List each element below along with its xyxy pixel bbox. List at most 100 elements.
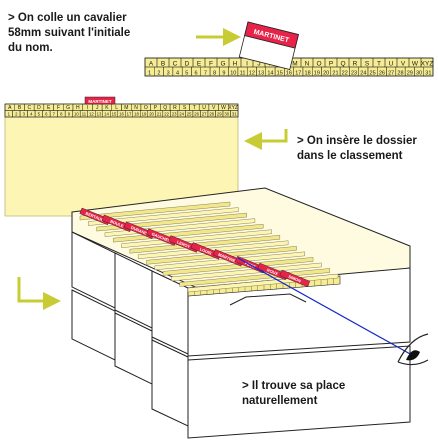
strip2-number: 18	[134, 112, 139, 117]
filing-cabinet: BERTAUDBOULEDURANDGAUCHERLEROYLOUISMARTI…	[71, 187, 411, 439]
strip1-letter: H	[233, 61, 238, 68]
strip2-letter: N	[134, 105, 138, 111]
strip2-letter: C	[27, 105, 31, 111]
strip2-number: 26	[194, 112, 199, 117]
strip1-number: 10	[230, 71, 236, 77]
strip1-number: 7	[204, 71, 207, 77]
strip2-number: 1	[8, 112, 11, 117]
strip1-letter: N	[305, 61, 310, 68]
strip1-letter: R	[353, 61, 358, 68]
sight-line	[237, 257, 413, 356]
strip2-letter: S	[183, 105, 187, 111]
strip1-letter: O	[316, 61, 321, 68]
strip2-letter: W	[221, 105, 226, 111]
strip1-number: 27	[388, 71, 394, 77]
strip1-number: 14	[267, 71, 273, 77]
cabinet-tab-label: DURAND	[130, 225, 148, 236]
strip1-number: 3	[167, 71, 170, 77]
strip1-number: 15	[277, 71, 283, 77]
strip1-letter: Q	[340, 61, 345, 68]
strip2-number: 13	[97, 112, 102, 117]
strip1-number: 2	[157, 71, 160, 77]
strip1-letter: A	[149, 61, 154, 68]
strip1-letter: E	[197, 61, 202, 68]
strip1-number: 21	[332, 71, 338, 77]
strip1-number: 4	[176, 71, 179, 77]
strip2-letter: B	[18, 105, 22, 111]
strip2-number: 30	[224, 112, 229, 117]
strip1-number: 30	[416, 71, 422, 77]
arrow-step3	[17, 277, 61, 310]
strip2-number: 19	[142, 112, 147, 117]
strip2-letter: L	[115, 105, 118, 111]
strip2-number: 31	[232, 112, 237, 117]
strip2-number: 27	[202, 112, 207, 117]
caption-step3: > Il trouve sa place naturellement	[242, 380, 346, 407]
strip2-letter: G	[66, 105, 70, 111]
strip2-number: 5	[38, 112, 41, 117]
strip1-letter: W	[412, 61, 419, 68]
strip2-letter: J	[96, 105, 99, 111]
strip2-number: 8	[60, 112, 63, 117]
strip2-number: 29	[217, 112, 222, 117]
strip2-number: 6	[45, 112, 48, 117]
strip2-number: 4	[30, 112, 33, 117]
strip1-number: 28	[397, 71, 403, 77]
cabinet-tab-label: LEROY	[176, 239, 191, 249]
strip1-number: 25	[370, 71, 376, 77]
folder-edge	[79, 201, 231, 221]
strip2-letter: I	[87, 105, 88, 111]
strip1-number: 26	[379, 71, 385, 77]
strip2-letter: D	[37, 105, 41, 111]
strip1-number: 12	[249, 71, 255, 77]
cabinet-tab: SIMON	[279, 269, 311, 288]
strip1-letter: F	[209, 61, 213, 68]
strip1-letter: T	[377, 61, 381, 68]
strip1-number: 24	[360, 71, 366, 77]
cabinet-tab-label: LOUIS	[199, 247, 213, 256]
strip1-number: 8	[213, 71, 216, 77]
eye-icon	[397, 333, 429, 366]
cabinet-tab-label: BOULE	[109, 219, 124, 229]
strip2-letter: K	[105, 105, 109, 111]
strip2-letter: R	[173, 105, 177, 111]
strip2-number: 28	[209, 112, 214, 117]
strip1-number: 5	[185, 71, 188, 77]
folder-edge	[137, 240, 289, 259]
strip2-number: 25	[187, 112, 192, 117]
strip1-number: 1	[148, 71, 151, 77]
strip1-letter: B	[161, 61, 165, 68]
strip2-letter: A	[8, 105, 12, 111]
strip2-number: 3	[23, 112, 26, 117]
strip2-number: 20	[149, 112, 154, 117]
strip1-number: 29	[407, 71, 413, 77]
strip2-number: 15	[112, 112, 117, 117]
strip2-number: 7	[53, 112, 56, 117]
tab-label-sticker: MARTINET	[238, 21, 299, 70]
caption-step1: > On colle un cavalier 58mm suivant l'in…	[8, 12, 131, 54]
strip2-letter: V	[212, 105, 216, 111]
strip2-number: 10	[74, 112, 79, 117]
strip2-number: 17	[127, 112, 132, 117]
strip2-number: 21	[157, 112, 162, 117]
caption-step2: > On insère le dossier dans le classemen…	[297, 135, 417, 162]
strip1-number: 20	[323, 71, 329, 77]
strip1-number: 11	[240, 71, 246, 77]
strip2-letter: M	[124, 105, 128, 111]
strip1-letter: G	[220, 61, 225, 68]
strip1-number: 22	[342, 71, 348, 77]
strip1-number: 18	[305, 71, 311, 77]
strip1-letter: C	[173, 61, 178, 68]
strip1-number: 17	[295, 71, 301, 77]
strip2-number: 14	[104, 112, 109, 117]
strip1-letter: I	[246, 61, 248, 68]
cabinet-tab-label: ROUX	[266, 267, 279, 276]
folder-tab-text: MARTINET	[88, 99, 111, 104]
cabinet-tab-label: SIMON	[288, 274, 302, 284]
folder-edge	[129, 235, 281, 254]
arrow-step2	[244, 129, 288, 150]
strip2-letter: F	[57, 105, 60, 111]
strip1-letter: XYZ	[421, 61, 434, 68]
